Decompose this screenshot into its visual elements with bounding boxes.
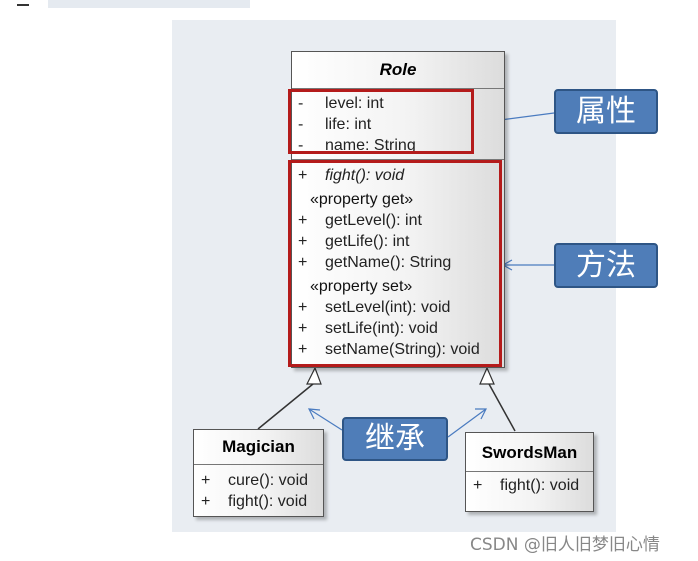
method-visibility: + bbox=[298, 299, 308, 316]
method-visibility: + bbox=[298, 254, 308, 271]
role-class-title: Role bbox=[292, 52, 504, 89]
inherit-line-swordsman bbox=[488, 383, 516, 432]
inherit-callout-arrow-left bbox=[308, 408, 343, 431]
role-attributes-divider bbox=[292, 159, 504, 160]
method-visibility: + bbox=[298, 320, 308, 337]
method-visibility: + bbox=[201, 493, 211, 510]
method-visibility: + bbox=[473, 477, 483, 494]
method-setlife: setLife(int): void bbox=[325, 320, 438, 337]
inherit-arrowhead-magician bbox=[306, 366, 322, 385]
watermark: CSDN @旧人旧梦旧心情 bbox=[470, 535, 660, 555]
method-fight: fight(): void bbox=[228, 493, 308, 510]
inherit-callout-arrow-right bbox=[447, 408, 487, 438]
inherit-callout-arrowhead-left bbox=[307, 408, 321, 420]
method-visibility: + bbox=[201, 472, 211, 489]
stereotype-property-set: «property set» bbox=[310, 278, 413, 295]
method-visibility: + bbox=[298, 167, 308, 184]
method-setname: setName(String): void bbox=[325, 341, 480, 358]
swordsman-class-title: SwordsMan bbox=[466, 433, 593, 472]
inheritance-callout: 继承 bbox=[342, 417, 448, 461]
method-getlevel: getLevel(): int bbox=[325, 212, 422, 229]
attributes-highlight-box bbox=[288, 89, 474, 154]
method-cure: cure(): void bbox=[228, 472, 309, 489]
method-fight-abstract: fight(): void bbox=[325, 167, 405, 184]
stereotype-property-get: «property get» bbox=[310, 191, 414, 208]
role-class: Role - level: int - life: int - name: St… bbox=[291, 51, 505, 368]
inherit-callout-arrowhead-right bbox=[475, 408, 487, 420]
inherit-arrowhead-swordsman bbox=[479, 366, 495, 385]
attributes-callout: 属性 bbox=[554, 89, 658, 134]
method-setlevel: setLevel(int): void bbox=[325, 299, 451, 316]
swordsman-class: SwordsMan + fight(): void bbox=[465, 432, 594, 512]
attr-level: level: int bbox=[325, 95, 384, 112]
top-dash bbox=[17, 4, 29, 6]
method-visibility: + bbox=[298, 341, 308, 358]
method-getlife: getLife(): int bbox=[325, 233, 410, 250]
method-fight: fight(): void bbox=[500, 477, 580, 494]
magician-class: Magician + cure(): void + fight(): void bbox=[193, 429, 324, 517]
attr-life: life: int bbox=[325, 116, 372, 133]
method-visibility: + bbox=[298, 233, 308, 250]
methods-highlight-box bbox=[288, 160, 502, 367]
methods-callout: 方法 bbox=[554, 243, 658, 288]
attr-name: name: String bbox=[325, 137, 416, 154]
attr-visibility: - bbox=[298, 116, 304, 133]
attr-visibility: - bbox=[298, 95, 304, 112]
method-visibility: + bbox=[298, 212, 308, 229]
magician-class-title: Magician bbox=[194, 430, 323, 465]
inherit-line-magician bbox=[257, 383, 314, 430]
method-getname: getName(): String bbox=[325, 254, 452, 271]
attr-visibility: - bbox=[298, 137, 304, 154]
top-bar bbox=[48, 0, 250, 8]
